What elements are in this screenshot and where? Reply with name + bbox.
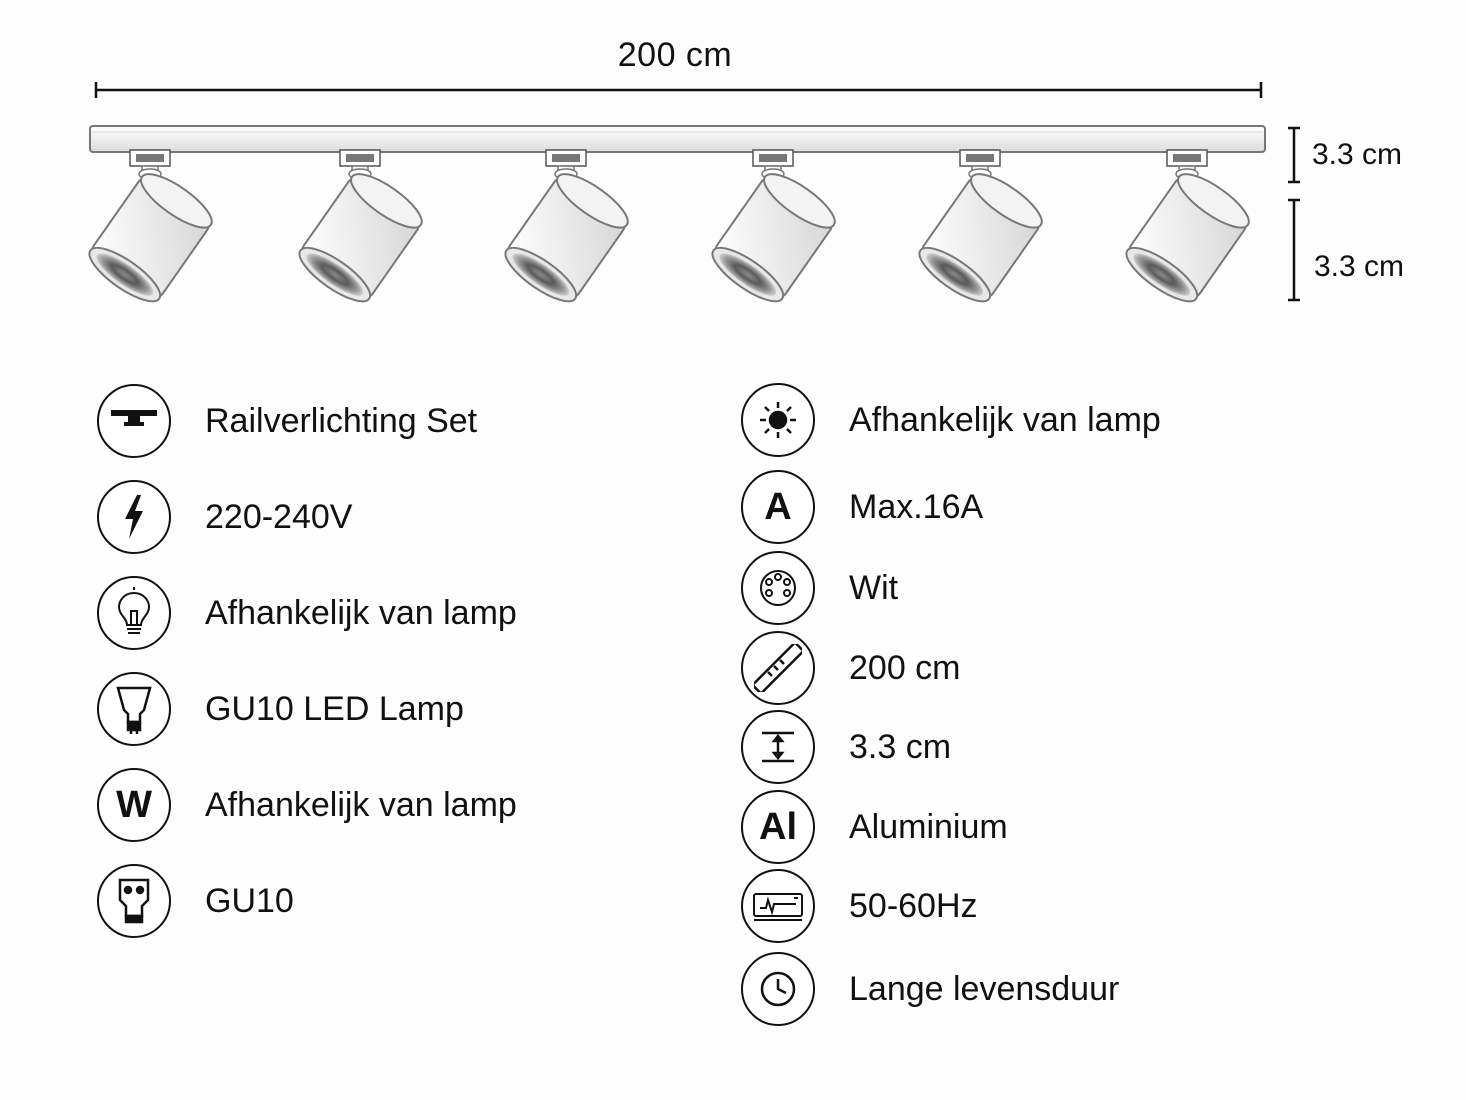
track-rail-icon <box>97 384 171 458</box>
spec-current: A Max.16A <box>741 467 983 547</box>
spec-label: Aluminium <box>849 807 1008 846</box>
spec-watt: W Afhankelijk van lamp <box>97 765 517 845</box>
spec-voltage: 220-240V <box>97 477 352 557</box>
spec-height: 3.3 cm <box>741 707 951 787</box>
spec-lamp-type: GU10 LED Lamp <box>97 669 464 749</box>
spec-length: 200 cm <box>741 628 961 708</box>
spec-label: 50-60Hz <box>849 886 978 925</box>
spec-label: Afhankelijk van lamp <box>205 593 517 632</box>
spec-color: Wit <box>741 548 898 628</box>
light-bulb-icon <box>97 576 171 650</box>
gu10-socket-icon <box>97 864 171 938</box>
spec-socket: GU10 <box>97 861 294 941</box>
spec-label: Afhankelijk van lamp <box>849 400 1161 439</box>
spec-label: Lange levensduur <box>849 969 1120 1008</box>
spec-label: 3.3 cm <box>849 727 952 766</box>
height-icon <box>741 710 815 784</box>
spec-label: Afhankelijk van lamp <box>205 785 517 824</box>
spec-brightness: Afhankelijk van lamp <box>741 380 1161 460</box>
spec-frequency: 50-60Hz <box>741 866 978 946</box>
spec-label: Railverlichting Set <box>205 401 478 440</box>
ampere-icon: A <box>741 470 815 544</box>
length-dimension-label: 200 cm <box>617 36 733 74</box>
lightning-bolt-icon <box>97 480 171 554</box>
spec-label: 200 cm <box>849 648 961 687</box>
ruler-icon <box>741 631 815 705</box>
spot-height-label: 3.3 cm <box>1314 250 1405 283</box>
gu10-lamp-icon <box>97 672 171 746</box>
watt-icon: W <box>97 768 171 842</box>
frequency-icon <box>741 869 815 943</box>
spec-label: GU10 LED Lamp <box>205 689 464 728</box>
clock-icon <box>741 952 815 1026</box>
spec-label: 220-240V <box>205 497 353 536</box>
spec-product-type: Railverlichting Set <box>97 381 477 461</box>
color-palette-icon <box>741 551 815 625</box>
material-icon: Al <box>741 790 815 864</box>
track-lighting-illustration <box>81 82 1300 312</box>
spec-label: GU10 <box>205 881 294 920</box>
spec-material: Al Aluminium <box>741 787 1008 867</box>
spec-label: Wit <box>849 568 899 607</box>
spec-wattage-bulb: Afhankelijk van lamp <box>97 573 517 653</box>
rail-height-label: 3.3 cm <box>1312 138 1403 171</box>
spec-label: Max.16A <box>849 487 984 526</box>
spec-lifetime: Lange levensduur <box>741 949 1119 1029</box>
brightness-icon <box>741 383 815 457</box>
